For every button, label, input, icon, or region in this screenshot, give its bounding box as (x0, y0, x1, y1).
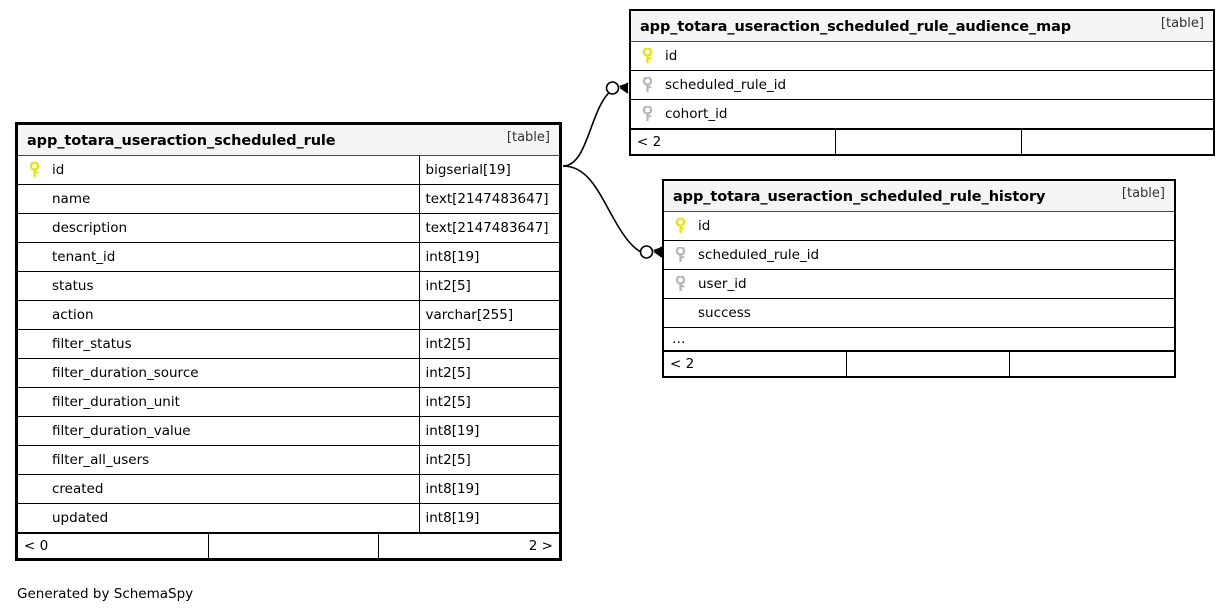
column-name: id (665, 48, 678, 64)
footer-middle (207, 532, 378, 558)
column-row[interactable]: id (631, 41, 1213, 71)
key-icon-primary (26, 161, 43, 178)
column-type: int8[19] (425, 249, 480, 265)
cardinality-zero-marker (605, 81, 620, 95)
column-row[interactable]: success (664, 298, 1174, 328)
cardinality-zero-marker (639, 245, 654, 259)
column-name: filter_duration_unit (52, 394, 180, 410)
column-type: varchar[255] (425, 307, 514, 323)
column-row[interactable]: updated int8[19] (18, 503, 559, 532)
footer-next-link[interactable] (1008, 350, 1174, 376)
column-name: scheduled_rule_id (665, 77, 787, 93)
column-name: filter_all_users (52, 452, 150, 468)
footer-next-link[interactable]: 2 > (377, 532, 559, 558)
column-type: text[2147483647] (425, 220, 549, 236)
key-icon-foreign (672, 246, 689, 263)
column-type: int2[5] (425, 336, 471, 352)
column-name: filter_status (52, 336, 132, 352)
relationship-scheduled-rule-to-history (562, 165, 663, 259)
column-type: bigserial[19] (425, 162, 511, 178)
column-row[interactable]: created int8[19] (18, 474, 559, 504)
column-row[interactable]: name text[2147483647] (18, 184, 559, 214)
footer-middle (834, 128, 1021, 154)
column-type: int2[5] (425, 452, 471, 468)
footer-middle (845, 350, 1009, 376)
column-row[interactable]: filter_duration_value int8[19] (18, 416, 559, 446)
column-row[interactable]: scheduled_rule_id (664, 240, 1174, 270)
more-columns-indicator: … (664, 327, 1174, 350)
column-row[interactable]: filter_duration_source int2[5] (18, 358, 559, 388)
entity-header: [table] app_totara_useraction_scheduled_… (18, 125, 559, 156)
column-name: description (52, 220, 128, 236)
footer-prev-link[interactable]: < 2 (631, 128, 835, 154)
entity-title: app_totara_useraction_scheduled_rule_his… (673, 189, 1046, 205)
column-row[interactable]: user_id (664, 269, 1174, 299)
relationship-scheduled-rule-to-audience-map (562, 81, 629, 167)
column-row[interactable]: tenant_id int8[19] (18, 242, 559, 272)
column-name: id (52, 162, 65, 178)
column-name: name (52, 191, 91, 207)
entity-kind-tag: [table] (1121, 186, 1165, 201)
key-icon-foreign (639, 105, 656, 122)
footer-next-link[interactable] (1020, 128, 1213, 154)
column-name: id (698, 218, 711, 234)
column-name: updated (52, 510, 109, 526)
entity-header: [table] app_totara_useraction_scheduled_… (664, 181, 1174, 212)
column-type: int2[5] (425, 365, 471, 381)
column-type: int8[19] (425, 510, 480, 526)
entity-header: [table] app_totara_useraction_scheduled_… (631, 11, 1213, 42)
column-type: int2[5] (425, 278, 471, 294)
column-row[interactable]: cohort_id (631, 99, 1213, 128)
column-row[interactable]: description text[2147483647] (18, 213, 559, 243)
column-type: int8[19] (425, 423, 480, 439)
entity-app-totara-useraction-scheduled-rule-audience-map[interactable]: [table] app_totara_useraction_scheduled_… (629, 9, 1215, 156)
column-row[interactable]: scheduled_rule_id (631, 70, 1213, 100)
column-name: created (52, 481, 104, 497)
column-name: action (52, 307, 94, 323)
crowsfoot-arrow (653, 247, 662, 257)
entity-app-totara-useraction-scheduled-rule[interactable]: [table] app_totara_useraction_scheduled_… (15, 122, 562, 561)
entity-kind-tag: [table] (506, 130, 550, 145)
column-name: success (698, 305, 751, 321)
column-row[interactable]: filter_all_users int2[5] (18, 445, 559, 475)
column-name: scheduled_rule_id (698, 247, 820, 263)
entity-title: app_totara_useraction_scheduled_rule (27, 133, 336, 149)
key-icon-foreign (672, 275, 689, 292)
footer-prev-link[interactable]: < 0 (18, 532, 208, 558)
column-name: user_id (698, 276, 747, 292)
entity-title: app_totara_useraction_scheduled_rule_aud… (640, 19, 1072, 35)
entity-app-totara-useraction-scheduled-rule-history[interactable]: [table] app_totara_useraction_scheduled_… (662, 179, 1176, 378)
entity-footer: < 0 2 > (18, 532, 559, 558)
column-row[interactable]: action varchar[255] (18, 300, 559, 330)
column-name: tenant_id (52, 249, 116, 265)
column-name: filter_duration_source (52, 365, 199, 381)
column-row[interactable]: id (664, 211, 1174, 241)
column-name: cohort_id (665, 106, 728, 122)
entity-footer: < 2 (631, 128, 1213, 154)
column-type: text[2147483647] (425, 191, 549, 207)
column-row[interactable]: status int2[5] (18, 271, 559, 301)
generator-caption: Generated by SchemaSpy (17, 586, 194, 602)
footer-prev-link[interactable]: < 2 (664, 350, 846, 376)
entity-kind-tag: [table] (1160, 16, 1204, 31)
key-icon-foreign (639, 76, 656, 93)
key-icon-primary (639, 47, 656, 64)
entity-footer: < 2 (664, 350, 1174, 376)
column-row[interactable]: filter_duration_unit int2[5] (18, 387, 559, 417)
column-name: filter_duration_value (52, 423, 191, 439)
column-type: int8[19] (425, 481, 480, 497)
crowsfoot-arrow (619, 83, 628, 93)
column-row[interactable]: id bigserial[19] (18, 155, 559, 185)
column-name: status (52, 278, 94, 294)
column-row[interactable]: filter_status int2[5] (18, 329, 559, 359)
column-type: int2[5] (425, 394, 471, 410)
key-icon-primary (672, 217, 689, 234)
